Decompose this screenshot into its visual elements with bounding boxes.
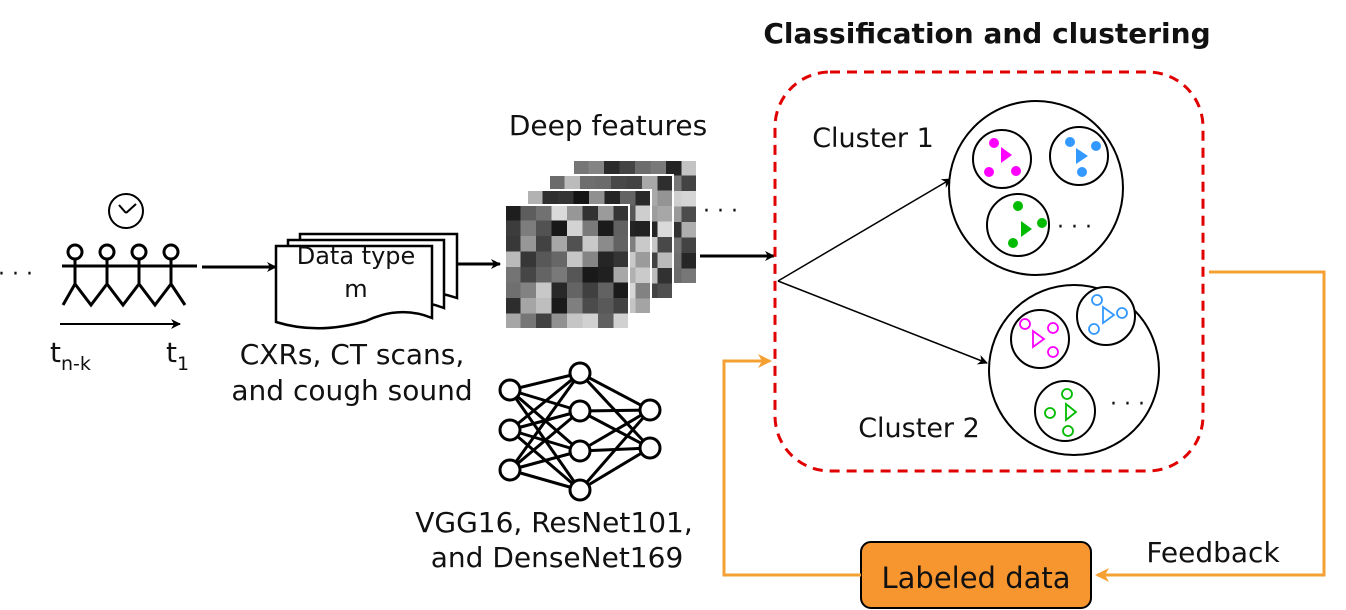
classification-box [773, 70, 1205, 473]
labeled-return-line [722, 354, 861, 577]
group-blue-outline [1076, 286, 1136, 346]
features-label: Deep features [509, 109, 707, 142]
clock-icon [108, 193, 144, 229]
group-green-filled [986, 193, 1050, 257]
ellipsis-features: · · · [703, 199, 738, 224]
arrow-to-cluster-1 [777, 178, 952, 282]
cluster-1-more: · · · [1057, 215, 1092, 240]
feature-map-4 [504, 204, 630, 330]
model-caption-line1: VGG16, ResNet101, [415, 506, 692, 539]
document-label-line1: Data type [297, 242, 416, 270]
group-magenta-outline [1010, 309, 1070, 369]
time-start-label: tn-k [50, 336, 91, 375]
diagram-title: Classification and clustering [763, 17, 1210, 50]
ellipsis-left: · · · [0, 262, 33, 287]
cluster-2: · · · [988, 284, 1160, 456]
model-caption-line2: and DenseNet169 [431, 541, 684, 574]
neural-network-edges [508, 371, 652, 492]
feature-map-stack [504, 159, 698, 330]
time-end-label: t1 [166, 336, 189, 375]
document-stack-icon [274, 232, 459, 330]
labeled-data-label: Labeled data [881, 561, 1070, 595]
cluster-2-label: Cluster 2 [858, 413, 980, 444]
data-caption-line1: CXRs, CT scans, [240, 338, 465, 371]
cluster-1-label: Cluster 1 [812, 123, 934, 154]
arrow-to-cluster-2 [777, 280, 988, 365]
people-icon [61, 243, 197, 308]
document-label-line2: m [344, 275, 367, 303]
group-blue-filled [1049, 126, 1109, 186]
neural-network-nodes [498, 361, 662, 502]
cluster-1: · · · [948, 100, 1124, 276]
feedback-label: Feedback [1146, 536, 1280, 569]
group-green-outline [1034, 380, 1096, 442]
neural-network-icon [498, 361, 662, 502]
data-caption-line2: and cough sound [231, 374, 472, 407]
group-magenta-filled [972, 129, 1032, 189]
feedback-line [1095, 270, 1326, 582]
cluster-2-more: · · · [1110, 392, 1145, 417]
